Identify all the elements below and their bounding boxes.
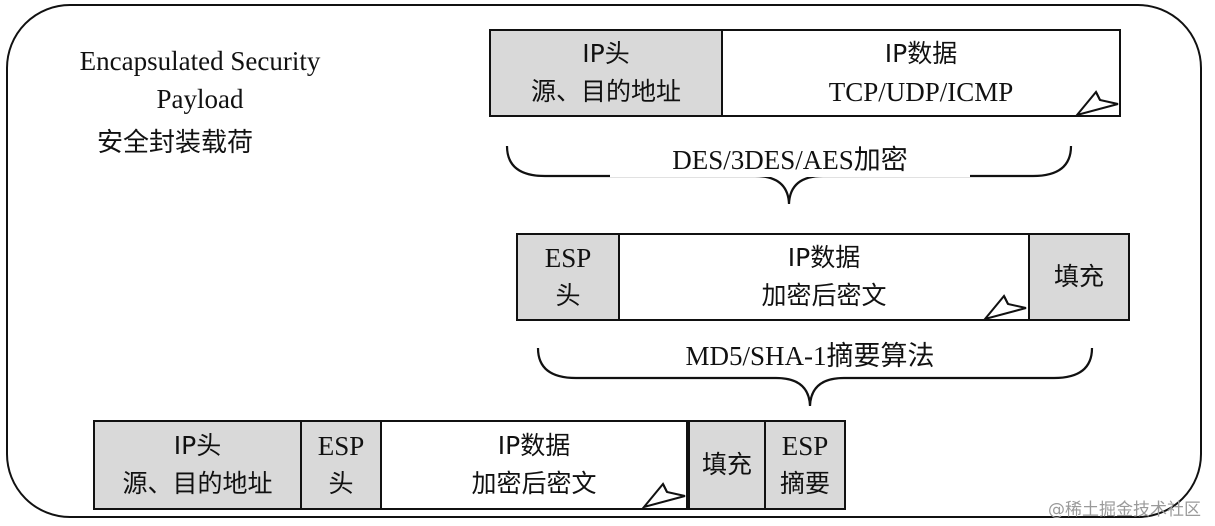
- ip-header-block: IP头 源、目的地址: [95, 422, 302, 508]
- padding-label: 填充: [701, 450, 752, 479]
- page-fold-icon: [641, 482, 686, 509]
- encrypted-data-ciphertext: 加密后密文: [471, 469, 597, 498]
- padding-block: 填充: [1030, 235, 1128, 319]
- esp-header-suffix: 头: [555, 281, 581, 310]
- encryption-algorithm-label: DES/3DES/AES加密: [610, 138, 970, 177]
- padding-label: 填充: [1053, 262, 1104, 291]
- ip-header-address: 源、目的地址: [530, 77, 681, 106]
- ip-header-label: IP头: [582, 39, 630, 68]
- esp-digest-block: ESP 摘要: [766, 422, 844, 508]
- encrypted-data-block: IP数据 加密后密文: [620, 235, 1030, 319]
- diagram-title: Encapsulated Security Payload 安全封装载荷: [40, 42, 360, 162]
- padding-block: 填充: [690, 422, 766, 508]
- encrypted-data-label: IP数据: [497, 431, 571, 460]
- packet-encrypted: ESP 头 IP数据 加密后密文 填充: [516, 233, 1130, 321]
- page-fold-icon: [1074, 90, 1119, 117]
- esp-digest-label: ESP: [781, 431, 829, 461]
- esp-header-label: ESP: [317, 431, 365, 461]
- watermark-text: @稀土掘金技术社区: [1048, 500, 1201, 520]
- digest-algorithm-label: MD5/SHA-1摘要算法: [660, 334, 960, 373]
- ip-header-label: IP头: [173, 431, 222, 460]
- title-line-2: Payload: [156, 84, 244, 114]
- packet-main-section: IP头 源、目的地址 ESP 头 IP数据 加密后密文: [93, 420, 688, 510]
- esp-header-suffix: 头: [328, 469, 354, 498]
- encrypted-data-label: IP数据: [787, 243, 861, 272]
- diagram-frame: [6, 4, 1202, 518]
- packet-esp-final: IP头 源、目的地址 ESP 头 IP数据 加密后密文 填充 ESP 摘要: [93, 420, 846, 510]
- esp-header-block: ESP 头: [518, 235, 620, 319]
- title-line-3: 安全封装载荷: [96, 128, 253, 158]
- ip-data-block: IP数据 TCP/UDP/ICMP: [723, 31, 1119, 115]
- packet-trailer-section: 填充 ESP 摘要: [688, 420, 846, 510]
- ip-data-label: IP数据: [884, 39, 958, 68]
- page-fold-icon: [982, 294, 1027, 321]
- encryption-brace: [505, 145, 1073, 205]
- ip-header-address: 源、目的地址: [122, 469, 273, 498]
- ip-data-protocols: TCP/UDP/ICMP: [828, 77, 1014, 107]
- ip-header-block: IP头 源、目的地址: [491, 31, 723, 115]
- esp-header-block: ESP 头: [302, 422, 382, 508]
- esp-digest-suffix: 摘要: [779, 469, 830, 498]
- packet-original: IP头 源、目的地址 IP数据 TCP/UDP/ICMP: [489, 29, 1121, 117]
- digest-brace: [536, 347, 1094, 407]
- encrypted-data-ciphertext: 加密后密文: [761, 281, 887, 310]
- esp-header-label: ESP: [544, 243, 592, 273]
- title-line-1: Encapsulated Security: [79, 46, 321, 76]
- encrypted-data-block: IP数据 加密后密文: [382, 422, 686, 508]
